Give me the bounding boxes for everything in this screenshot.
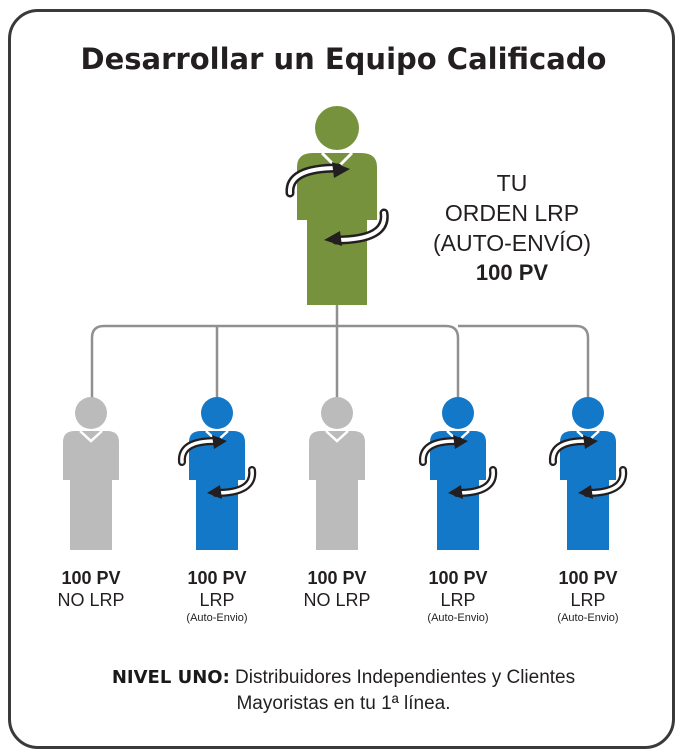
child-label-4: 100 PV LRP (Auto-Envio) bbox=[398, 567, 518, 625]
level-label: NIVEL UNO: bbox=[111, 667, 230, 688]
child-pv: 100 PV bbox=[61, 568, 121, 588]
child-sub: (Auto-Envio) bbox=[427, 612, 489, 624]
child-pv: 100 PV bbox=[187, 568, 247, 588]
child-pv: 100 PV bbox=[558, 568, 618, 588]
child-status: LRP bbox=[440, 590, 476, 610]
top-label-line1: TU bbox=[496, 170, 528, 196]
child-figure-4 bbox=[418, 397, 498, 550]
child-figure-1 bbox=[63, 397, 119, 550]
child-status: LRP bbox=[570, 590, 606, 610]
connector-lines bbox=[90, 298, 590, 404]
autoship-arrows-icon bbox=[285, 162, 389, 246]
child-figure-3 bbox=[309, 397, 365, 550]
child-label-5: 100 PV LRP (Auto-Envio) bbox=[528, 567, 648, 625]
child-pv: 100 PV bbox=[307, 568, 367, 588]
child-status: NO LRP bbox=[57, 590, 125, 610]
top-person-label: TU ORDEN LRP (AUTO-ENVÍO) 100 PV bbox=[402, 168, 622, 288]
top-label-line2: ORDEN LRP bbox=[444, 200, 580, 226]
child-label-2: 100 PV LRP (Auto-Envio) bbox=[157, 567, 277, 625]
top-label-pv: 100 PV bbox=[475, 260, 549, 285]
footer-line1: Distribuidores Independientes y Clientes bbox=[235, 667, 576, 688]
child-pv: 100 PV bbox=[428, 568, 488, 588]
child-label-3: 100 PV NO LRP bbox=[277, 567, 397, 611]
child-figure-2 bbox=[177, 397, 257, 550]
child-status: LRP bbox=[199, 590, 235, 610]
child-sub: (Auto-Envio) bbox=[186, 612, 248, 624]
top-label-line3: (AUTO-ENVÍO) bbox=[432, 230, 592, 256]
team-diagram bbox=[63, 106, 628, 550]
child-sub: (Auto-Envio) bbox=[557, 612, 619, 624]
diagram-title: Desarrollar un Equipo Calificado bbox=[80, 42, 607, 76]
footer-caption: NIVEL UNO: Distribuidores Independientes… bbox=[0, 665, 687, 717]
top-person-icon bbox=[297, 106, 377, 305]
child-label-1: 100 PV NO LRP bbox=[31, 567, 151, 611]
child-status: NO LRP bbox=[303, 590, 371, 610]
footer-line2: Mayoristas en tu 1ª línea. bbox=[236, 693, 451, 714]
child-figure-5 bbox=[548, 397, 628, 550]
